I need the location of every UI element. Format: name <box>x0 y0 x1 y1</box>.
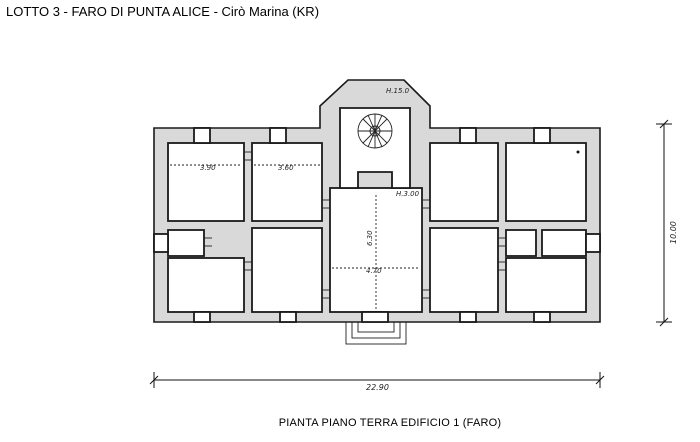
dim-total-depth: 10.00 <box>669 221 678 244</box>
room-bottom-left-2 <box>251 227 323 313</box>
central-hall <box>329 187 423 313</box>
room-top-right-1 <box>429 142 499 222</box>
dim-central-depth: 6.30 <box>366 230 374 246</box>
room-top-left-1 <box>167 142 245 222</box>
page-title: LOTTO 3 - FARO DI PUNTA ALICE - Cirò Mar… <box>6 4 320 19</box>
room-top-left-2 <box>251 142 323 222</box>
overall-depth-dimension <box>656 119 672 327</box>
tower-note: H.15.0 <box>386 87 410 95</box>
room-top-right-2 <box>505 142 587 222</box>
dim-central-width: 4.70 <box>366 267 382 275</box>
room-bottom-right-2 <box>505 257 587 313</box>
entrance-steps <box>345 321 407 345</box>
spiral-staircase <box>357 113 393 149</box>
openings <box>153 127 601 323</box>
overall-width-dimension <box>149 372 605 388</box>
plan-caption: PIANTA PIANO TERRA EDIFICIO 1 (FARO) <box>278 417 502 429</box>
corridor-right-small <box>505 229 537 257</box>
dim-room-1: 3.90 <box>200 164 216 172</box>
room-bottom-right-1 <box>429 227 499 313</box>
corridor-left <box>167 229 205 257</box>
mark-dot <box>576 150 580 154</box>
corridor-right <box>541 229 587 257</box>
dim-elevation: H.3.00 <box>396 190 420 198</box>
dim-total-width: 22.90 <box>366 383 389 392</box>
room-bottom-left-1 <box>167 257 245 313</box>
dim-room-2: 3.60 <box>278 164 294 172</box>
interior-dimensions <box>170 164 420 310</box>
